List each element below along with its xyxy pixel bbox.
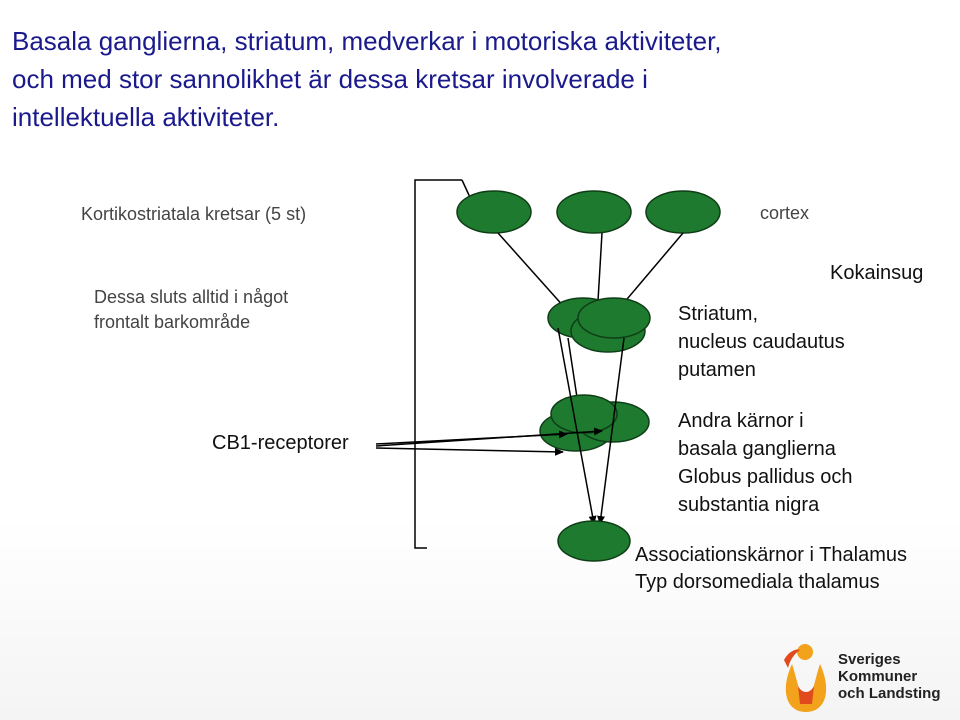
striatum-node-front bbox=[577, 297, 651, 339]
thalamus-node bbox=[557, 520, 631, 562]
logo-text-line-2: Kommuner bbox=[838, 668, 918, 685]
other-nuclei-line-1: Andra kärnor i bbox=[678, 410, 804, 432]
other-nuclei-line-3: Globus pallidus och bbox=[678, 466, 853, 488]
basal-node-front bbox=[550, 394, 618, 434]
cortex-label: cortex bbox=[760, 203, 810, 223]
arrow-striatum-basal-ganglia bbox=[567, 337, 581, 405]
title-line-1: Basala ganglierna, striatum, medverkar i… bbox=[12, 26, 722, 56]
arrow-striatum-thalamus-2 bbox=[597, 337, 625, 525]
logo-text-line-3: och Landsting bbox=[838, 685, 941, 702]
title-line-3: intellektuella aktiviteter. bbox=[12, 102, 280, 132]
other-nuclei-line-4: substantia nigra bbox=[678, 494, 820, 516]
logo-figure-icon bbox=[784, 644, 827, 712]
frontal-note-line-2: frontalt barkområde bbox=[94, 312, 251, 332]
cocaine-label: Kokainsug bbox=[830, 262, 924, 284]
loop-bracket-line bbox=[414, 179, 462, 549]
cortex-node-3 bbox=[645, 190, 721, 234]
title-line-2: och med stor sannolikhet är dessa kretsa… bbox=[12, 64, 648, 94]
thalamus-label-line-2: Typ dorsomediala thalamus bbox=[635, 571, 880, 593]
thalamus-label-line-1: Associationskärnor i Thalamus bbox=[635, 544, 907, 566]
frontal-note-line-1: Dessa sluts alltid i något bbox=[94, 287, 289, 307]
arrow-striatum-thalamus-1 bbox=[557, 327, 597, 525]
striatum-label-line-2: nucleus caudautus bbox=[678, 331, 845, 353]
cortex-node-1 bbox=[456, 190, 532, 234]
cb1-arrow-3 bbox=[375, 427, 603, 447]
striatum-label-line-1: Striatum, bbox=[678, 303, 759, 325]
logo-text-line-1: Sveriges bbox=[838, 651, 901, 668]
other-nuclei-line-2: basala ganglierna bbox=[678, 438, 836, 460]
circuits-label: Kortikostriatala kretsar (5 st) bbox=[81, 204, 307, 224]
striatum-label-line-3: putamen bbox=[678, 359, 756, 381]
cortex-node-2 bbox=[556, 190, 632, 234]
cb1-label: CB1-receptorer bbox=[212, 432, 349, 454]
cb1-arrow-2 bbox=[375, 447, 564, 456]
